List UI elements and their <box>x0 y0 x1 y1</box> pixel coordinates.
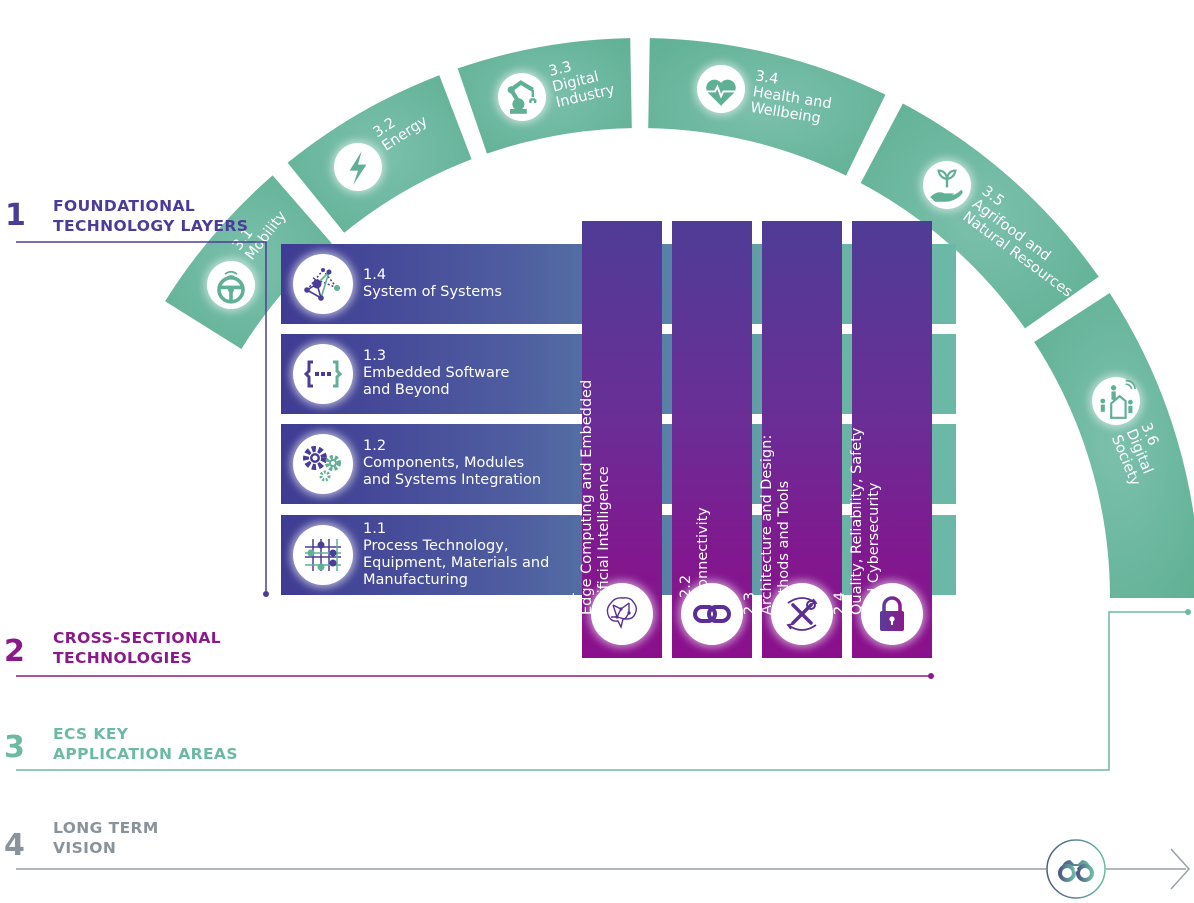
tools-cycle-icon <box>771 583 833 645</box>
padlock-icon <box>861 583 923 645</box>
layer-title-line2: Equipment, Materials and <box>363 555 550 571</box>
steering-wheel-icon <box>197 251 265 319</box>
section-3-number: 3 <box>4 730 25 765</box>
gears-icon <box>293 434 353 494</box>
binoculars-icon <box>1046 839 1106 899</box>
section-1-connector <box>16 241 267 593</box>
arrow-right-icon <box>1170 848 1191 890</box>
section-2-connector-dot <box>928 673 934 679</box>
column-number: 2.1 <box>562 591 578 615</box>
section-3-title-line2: APPLICATION AREAS <box>53 745 238 763</box>
layer-title-line1: Components, Modules <box>363 455 525 471</box>
section-3-title: ECS KEY APPLICATION AREAS <box>53 724 238 764</box>
layer-title-line3: Manufacturing <box>363 572 468 588</box>
section-1-connector-dot <box>263 591 269 597</box>
section-1-title: FOUNDATIONAL TECHNOLOGY LAYERS <box>53 196 248 236</box>
column-label: 2.3 Architecture and Design: Methods and… <box>742 221 842 615</box>
column-2-2[interactable]: 2.2 Connectivity <box>672 221 752 658</box>
layer-number: 1.4 <box>363 267 387 283</box>
column-2-4[interactable]: 2.4 Quality, Reliability, Safety and Cyb… <box>832 221 932 658</box>
column-label: 2.4 Quality, Reliability, Safety and Cyb… <box>832 221 932 615</box>
column-label: 2.1 Edge Computing and Embedded Artifici… <box>562 221 662 615</box>
layer-number: 1.2 <box>363 438 387 454</box>
section-1-number: 1 <box>5 198 26 233</box>
layer-1-1[interactable]: 1.1 Process Technology, Equipment, Mater… <box>281 515 956 595</box>
plant-hand-icon <box>913 151 981 219</box>
section-2-title-line1: CROSS-SECTIONAL <box>53 629 222 647</box>
column-2-1[interactable]: 2.1 Edge Computing and Embedded Artifici… <box>562 221 662 658</box>
section-1-title-line1: FOUNDATIONAL <box>53 197 196 215</box>
heartbeat-icon <box>693 61 749 117</box>
column-label-text: 2.1 Edge Computing and Embedded Artifici… <box>562 380 613 615</box>
section-3-connector <box>16 611 1187 771</box>
column-title-line1: Edge Computing and Embedded <box>579 379 595 615</box>
smart-city-icon <box>1084 370 1148 433</box>
column-number: 2.3 <box>742 591 758 615</box>
section-3-title-line1: ECS KEY <box>53 725 129 743</box>
section-4-title: LONG TERM VISION <box>53 818 159 858</box>
lightning-icon <box>324 134 391 201</box>
section-1-title-line2: TECHNOLOGY LAYERS <box>53 217 249 235</box>
section-4-number: 4 <box>4 828 25 863</box>
layer-title-line2: and Systems Integration <box>363 472 542 488</box>
application-segment-3-6[interactable] <box>1034 293 1194 598</box>
section-2-title: CROSS-SECTIONAL TECHNOLOGIES <box>53 628 221 668</box>
grid-nodes-icon <box>293 525 353 585</box>
layer-label: 1.1 Process Technology, Equipment, Mater… <box>363 521 549 589</box>
application-segment-3-1[interactable] <box>165 175 332 349</box>
column-2-3[interactable]: 2.3 Architecture and Design: Methods and… <box>742 221 842 658</box>
layer-number: 1.3 <box>363 348 387 364</box>
application-segment-3-2[interactable] <box>287 75 472 233</box>
layer-number: 1.1 <box>363 521 387 537</box>
column-number: 2.4 <box>832 591 848 615</box>
code-braces-icon <box>293 344 353 404</box>
layer-title: System of Systems <box>363 284 502 300</box>
layer-label: 1.2 Components, Modules and Systems Inte… <box>363 438 541 489</box>
chain-link-icon <box>681 583 743 645</box>
robot-arm-icon <box>493 67 551 126</box>
brain-icon <box>591 583 653 645</box>
network-graph-icon <box>293 254 353 314</box>
layer-title-line1: Embedded Software <box>363 365 510 381</box>
application-segment-3-5[interactable] <box>860 103 1099 329</box>
layer-title-line2: and Beyond <box>363 382 450 398</box>
section-4-title-line1: LONG TERM <box>53 819 159 837</box>
layer-label: 1.3 Embedded Software and Beyond <box>363 348 509 399</box>
section-3-connector-dot <box>1185 609 1191 615</box>
section-2-title-line2: TECHNOLOGIES <box>53 649 193 667</box>
section-4-title-line2: VISION <box>53 839 117 857</box>
layer-label: 1.4 System of Systems <box>363 267 502 301</box>
section-2-number: 2 <box>4 634 25 669</box>
layer-title-line1: Process Technology, <box>363 538 509 554</box>
column-label: 2.2 Connectivity <box>672 221 752 598</box>
